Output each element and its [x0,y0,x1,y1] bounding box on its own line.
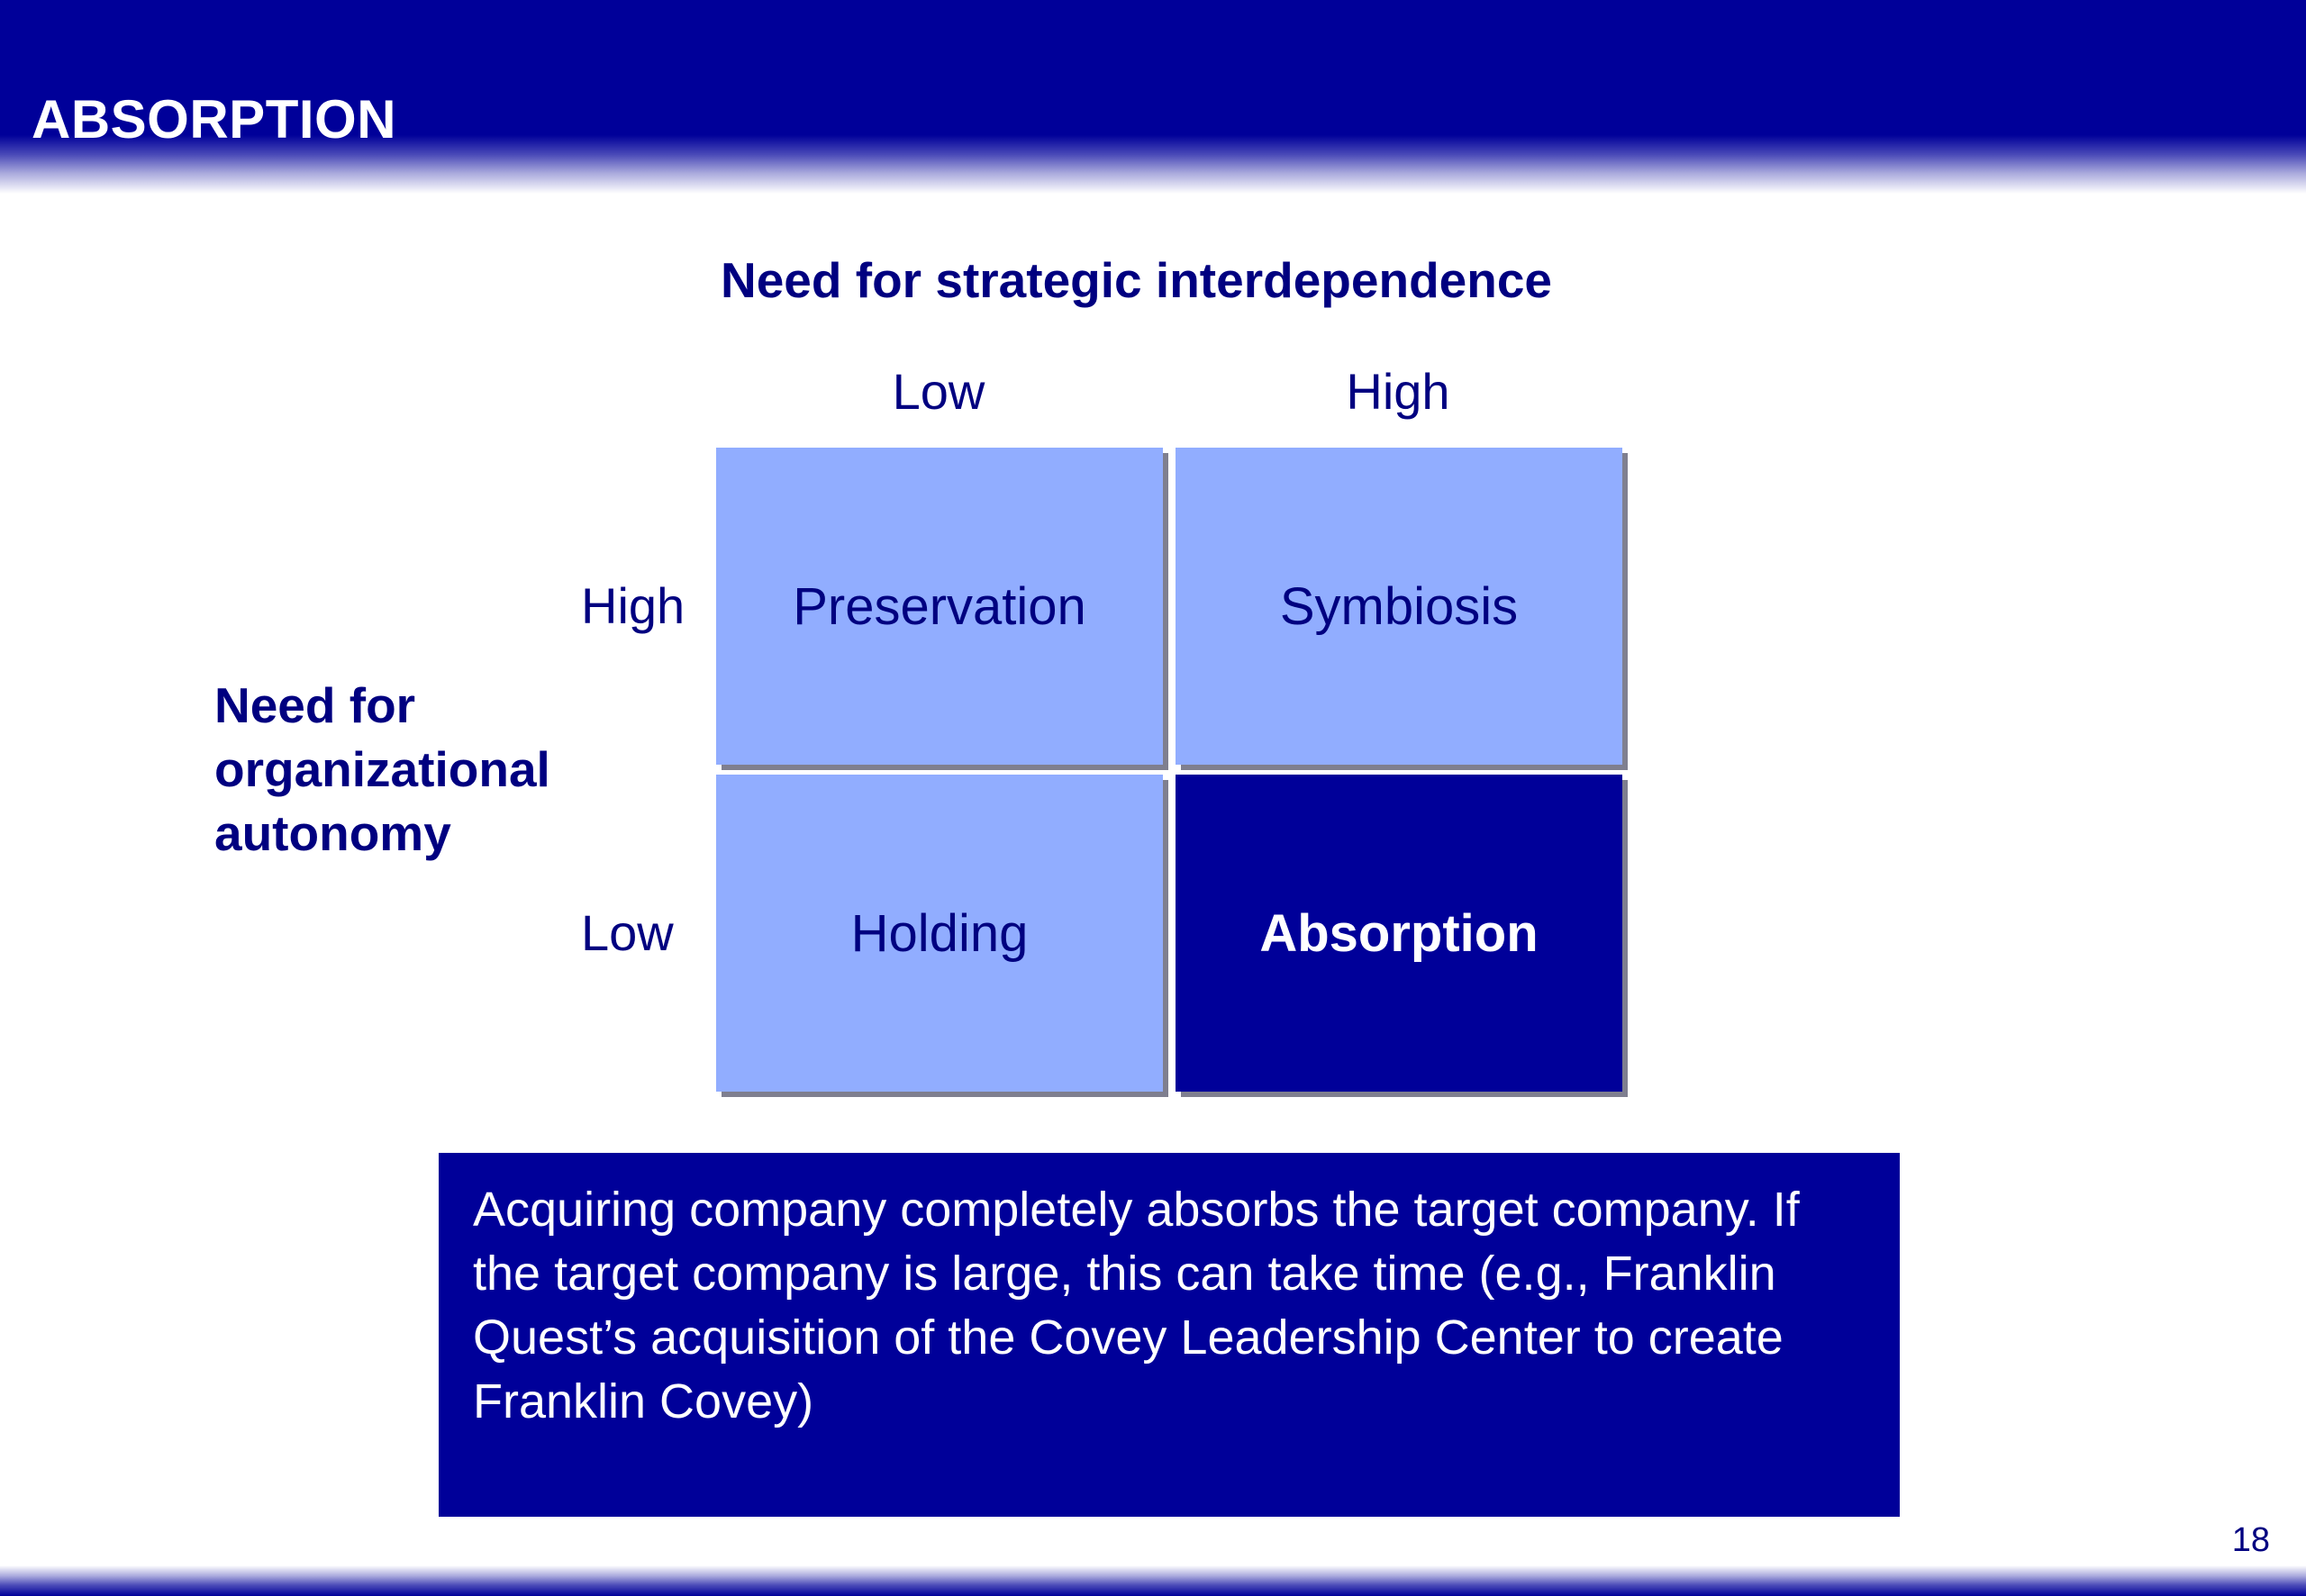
page-number: 18 [2231,1521,2270,1559]
x-level-low: Low [892,363,985,420]
cell-absorption: Absorption [1176,775,1622,1092]
description-text: Acquiring company completely absorbs the… [473,1183,1800,1428]
y-axis-title: Need for organizational autonomy [214,677,550,861]
footer-bar [0,1565,2306,1596]
x-axis-title: Need for strategic interdependence [721,252,1553,308]
y-level-high: High [581,577,685,634]
header-bar [0,0,2306,194]
cell-symbiosis: Symbiosis [1176,448,1622,765]
cell-preservation: Preservation [716,448,1163,765]
cell-holding: Holding [716,775,1163,1092]
x-level-high: High [1346,363,1450,420]
description-box: Acquiring company completely absorbs the… [439,1153,1900,1517]
slide-title: ABSORPTION [32,89,397,150]
y-level-low: Low [581,904,674,961]
